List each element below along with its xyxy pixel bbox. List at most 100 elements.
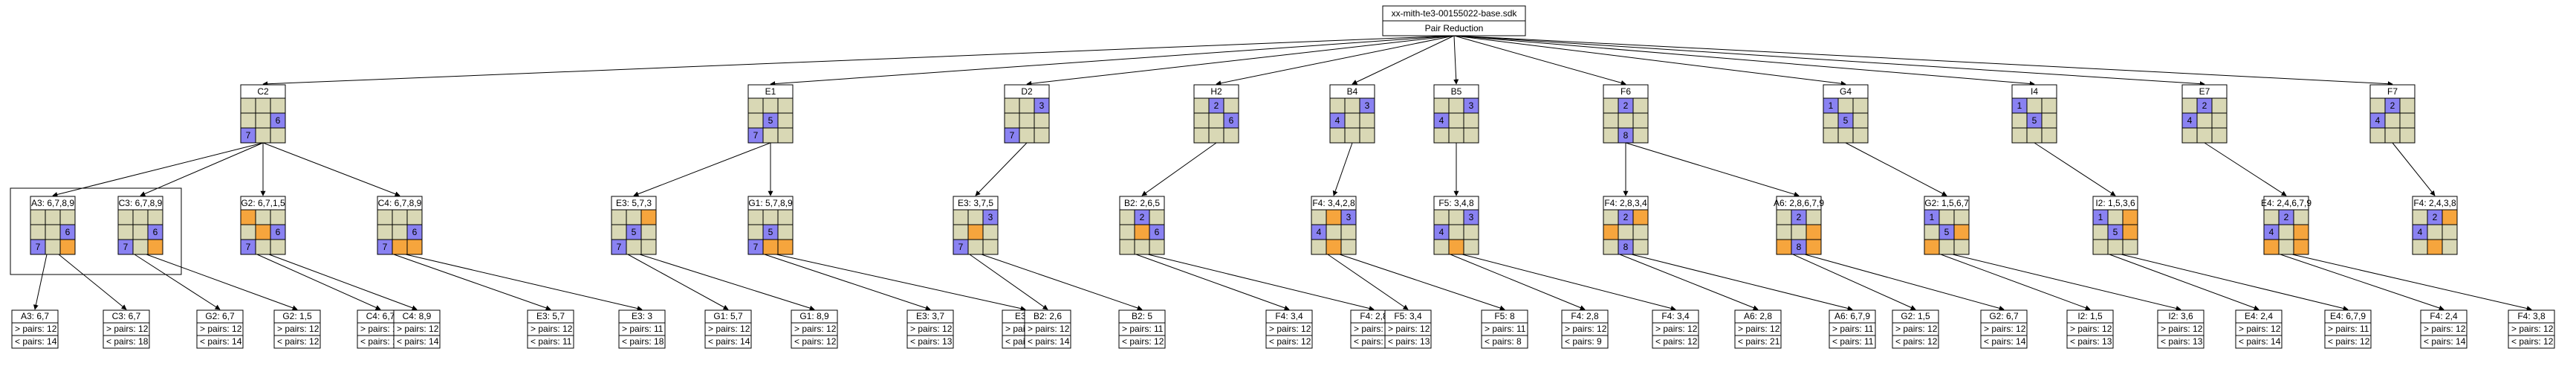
leaf-title: F5: 3,4 <box>1394 311 1422 321</box>
node-title: E3: 5,7,3 <box>616 198 652 208</box>
level2-node: G2: 1,5,6,715 <box>1924 196 1970 255</box>
cell-value: 7 <box>246 242 251 252</box>
grid-cell <box>406 209 423 225</box>
cell-value: 8 <box>1623 242 1629 252</box>
leaf-node: C4: 6,7> pairs: 12< pairs: 14 <box>357 309 404 349</box>
grid-cell <box>1019 127 1035 144</box>
leaf-node: F5: 8> pairs: 11< pairs: 8 <box>1481 309 1528 349</box>
edge-arrow <box>1453 35 1846 86</box>
grid-cell <box>255 224 271 240</box>
leaf-node: E4: 6,7,9> pairs: 11< pairs: 12 <box>2324 309 2372 349</box>
leaf-node: E3: 3> pairs: 11< pairs: 18 <box>618 309 666 349</box>
leaf-node: F5: 3,4> pairs: 12< pairs: 13 <box>1384 309 1432 349</box>
grid-cell <box>1326 224 1342 240</box>
leaf-pairs: > pairs: 12 <box>200 324 242 334</box>
cell-value: 2 <box>1214 100 1219 111</box>
grid-cell <box>1034 112 1050 129</box>
grid-cell <box>1953 209 1970 225</box>
grid-cell <box>1463 112 1479 129</box>
grid-cell <box>240 112 256 129</box>
leaf-row-box <box>1734 335 1782 349</box>
leaf-pairs: < pairs: 12 <box>1122 336 1164 347</box>
grid-cell <box>1837 127 1854 144</box>
group-frame <box>10 187 182 275</box>
grid-cell <box>626 239 642 255</box>
leaf-title: A3: 6,7 <box>21 311 49 321</box>
edge-arrow <box>639 254 815 311</box>
grid-cell <box>762 127 779 144</box>
grid-cell <box>2122 239 2138 255</box>
grid-cell <box>1223 127 1239 144</box>
level2-node: G1: 5,7,8,957 <box>747 196 794 255</box>
edge-arrow <box>1461 254 1676 311</box>
edge-arrow <box>1804 254 2005 311</box>
grid-cell <box>2412 239 2428 255</box>
leaf-pairs: > pairs: 12 <box>1738 324 1780 334</box>
leaf-pairs: > pairs: 12 <box>1565 324 1607 334</box>
edge-arrow <box>2291 254 2532 312</box>
edge-arrow <box>770 35 1455 87</box>
grid-cell <box>255 239 271 255</box>
grid-cell <box>2369 97 2386 114</box>
grid-cell <box>1448 112 1464 129</box>
edge-arrow <box>2109 254 2259 311</box>
leaf-node: G2: 1,5> pairs: 12< pairs: 12 <box>273 309 321 349</box>
grid-cell <box>1463 239 1479 255</box>
grid-cell <box>2211 112 2228 129</box>
grid-cell <box>1208 112 1224 129</box>
grid-cell <box>59 209 76 225</box>
grid-cell <box>1618 224 1634 240</box>
grid-cell <box>777 112 794 129</box>
leaf-row-box <box>1481 335 1528 349</box>
grid-cell <box>1223 97 1239 114</box>
leaf-pairs: < pairs: 8 <box>1485 336 1522 347</box>
cell-value: 2 <box>1140 212 1145 222</box>
leaf-pairs: > pairs: 11 <box>2328 324 2369 334</box>
leaf-pairs: < pairs: 14 <box>1028 336 1070 347</box>
edge-arrow <box>764 254 931 311</box>
grid-cell <box>1806 224 1822 240</box>
leaf-node: C4: 8,9> pairs: 12< pairs: 14 <box>393 309 441 349</box>
grid-cell <box>2122 209 2138 225</box>
grid-cell <box>117 224 134 240</box>
node-title: C2 <box>257 86 269 97</box>
leaf-node: A3: 6,7> pairs: 12< pairs: 14 <box>11 309 59 349</box>
edge-arrow <box>405 254 643 311</box>
grid-cell <box>147 239 163 255</box>
leaf-node: G2: 1,5> pairs: 12< pairs: 12 <box>1892 309 1939 349</box>
grid-cell <box>1632 97 1649 114</box>
edge-arrow <box>33 254 48 310</box>
grid-cell <box>2384 127 2401 144</box>
grid-cell <box>1837 97 1854 114</box>
leaf-pairs: < pairs: 13 <box>910 336 953 347</box>
cell-value: 4 <box>2418 227 2423 237</box>
cell-value: 7 <box>753 130 759 141</box>
cell-value: 1 <box>2098 212 2103 222</box>
grid-cell <box>2293 239 2309 255</box>
cell-value: 6 <box>1229 115 1234 126</box>
cell-value: 4 <box>2375 115 2381 126</box>
node-title: F4: 3,4,2,8 <box>1312 198 1355 208</box>
grid-cell <box>640 224 657 240</box>
cell-value: 1 <box>1930 212 1935 222</box>
grid-cell <box>2278 239 2294 255</box>
grid-cell <box>1776 239 1792 255</box>
level2-node: I2: 1,5,3,615 <box>2092 196 2138 255</box>
edge-arrow <box>1453 35 2035 86</box>
grid-cell <box>1311 239 1327 255</box>
grid-cell <box>747 97 764 114</box>
leaf-node: C3: 6,7> pairs: 12< pairs: 18 <box>103 309 150 349</box>
leaf-row-box <box>273 335 321 349</box>
edge-arrow <box>1940 254 2091 311</box>
edge-arrow <box>969 254 1048 310</box>
leaf-pairs: > pairs: 12 <box>106 324 149 334</box>
grid-cell <box>1329 97 1346 114</box>
grid-cell <box>747 209 764 225</box>
grid-cell <box>1791 224 1807 240</box>
leaf-row-box <box>618 335 666 349</box>
